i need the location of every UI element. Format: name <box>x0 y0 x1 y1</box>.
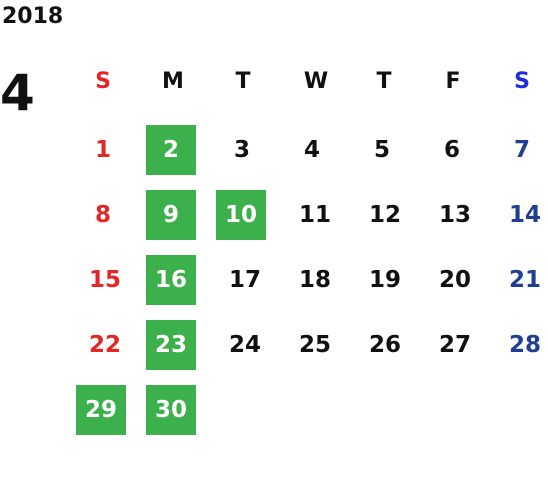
day-cell: 17 <box>228 267 261 293</box>
day-cell: 27 <box>438 332 471 358</box>
weekday-header-tue: T <box>235 68 251 94</box>
day-cell: 18 <box>298 267 331 293</box>
day-cell: 13 <box>438 202 471 228</box>
day-cell: 2 <box>146 125 196 175</box>
day-cell: 6 <box>443 137 460 163</box>
day-cell: 26 <box>368 332 401 358</box>
month-label: 4 <box>0 64 35 122</box>
day-cell: 4 <box>303 137 320 163</box>
day-cell: 9 <box>146 190 196 240</box>
day-cell: 21 <box>508 267 541 293</box>
day-cell: 8 <box>94 202 111 228</box>
day-cell: 30 <box>146 385 196 435</box>
day-cell: 1 <box>94 137 111 163</box>
day-cell: 10 <box>216 190 266 240</box>
day-cell: 11 <box>298 202 331 228</box>
weekday-header-mon: M <box>162 68 184 94</box>
weekday-header-sun: S <box>95 68 111 94</box>
day-cell: 3 <box>233 137 250 163</box>
weekday-header-fri: F <box>445 68 461 94</box>
weekday-header-wed: W <box>303 68 329 94</box>
day-cell: 19 <box>368 267 401 293</box>
day-cell: 12 <box>368 202 401 228</box>
day-cell: 20 <box>438 267 471 293</box>
day-cell: 16 <box>146 255 196 305</box>
day-cell: 25 <box>298 332 331 358</box>
day-cell: 5 <box>373 137 390 163</box>
day-cell: 23 <box>146 320 196 370</box>
year-label: 2018 <box>2 4 64 29</box>
day-cell: 15 <box>88 267 121 293</box>
day-cell: 24 <box>228 332 261 358</box>
day-cell: 29 <box>76 385 126 435</box>
weekday-header-thu: T <box>376 68 392 94</box>
weekday-header-sat: S <box>514 68 530 94</box>
day-cell: 22 <box>88 332 121 358</box>
day-cell: 14 <box>508 202 541 228</box>
day-cell: 7 <box>513 137 530 163</box>
day-cell: 28 <box>508 332 541 358</box>
